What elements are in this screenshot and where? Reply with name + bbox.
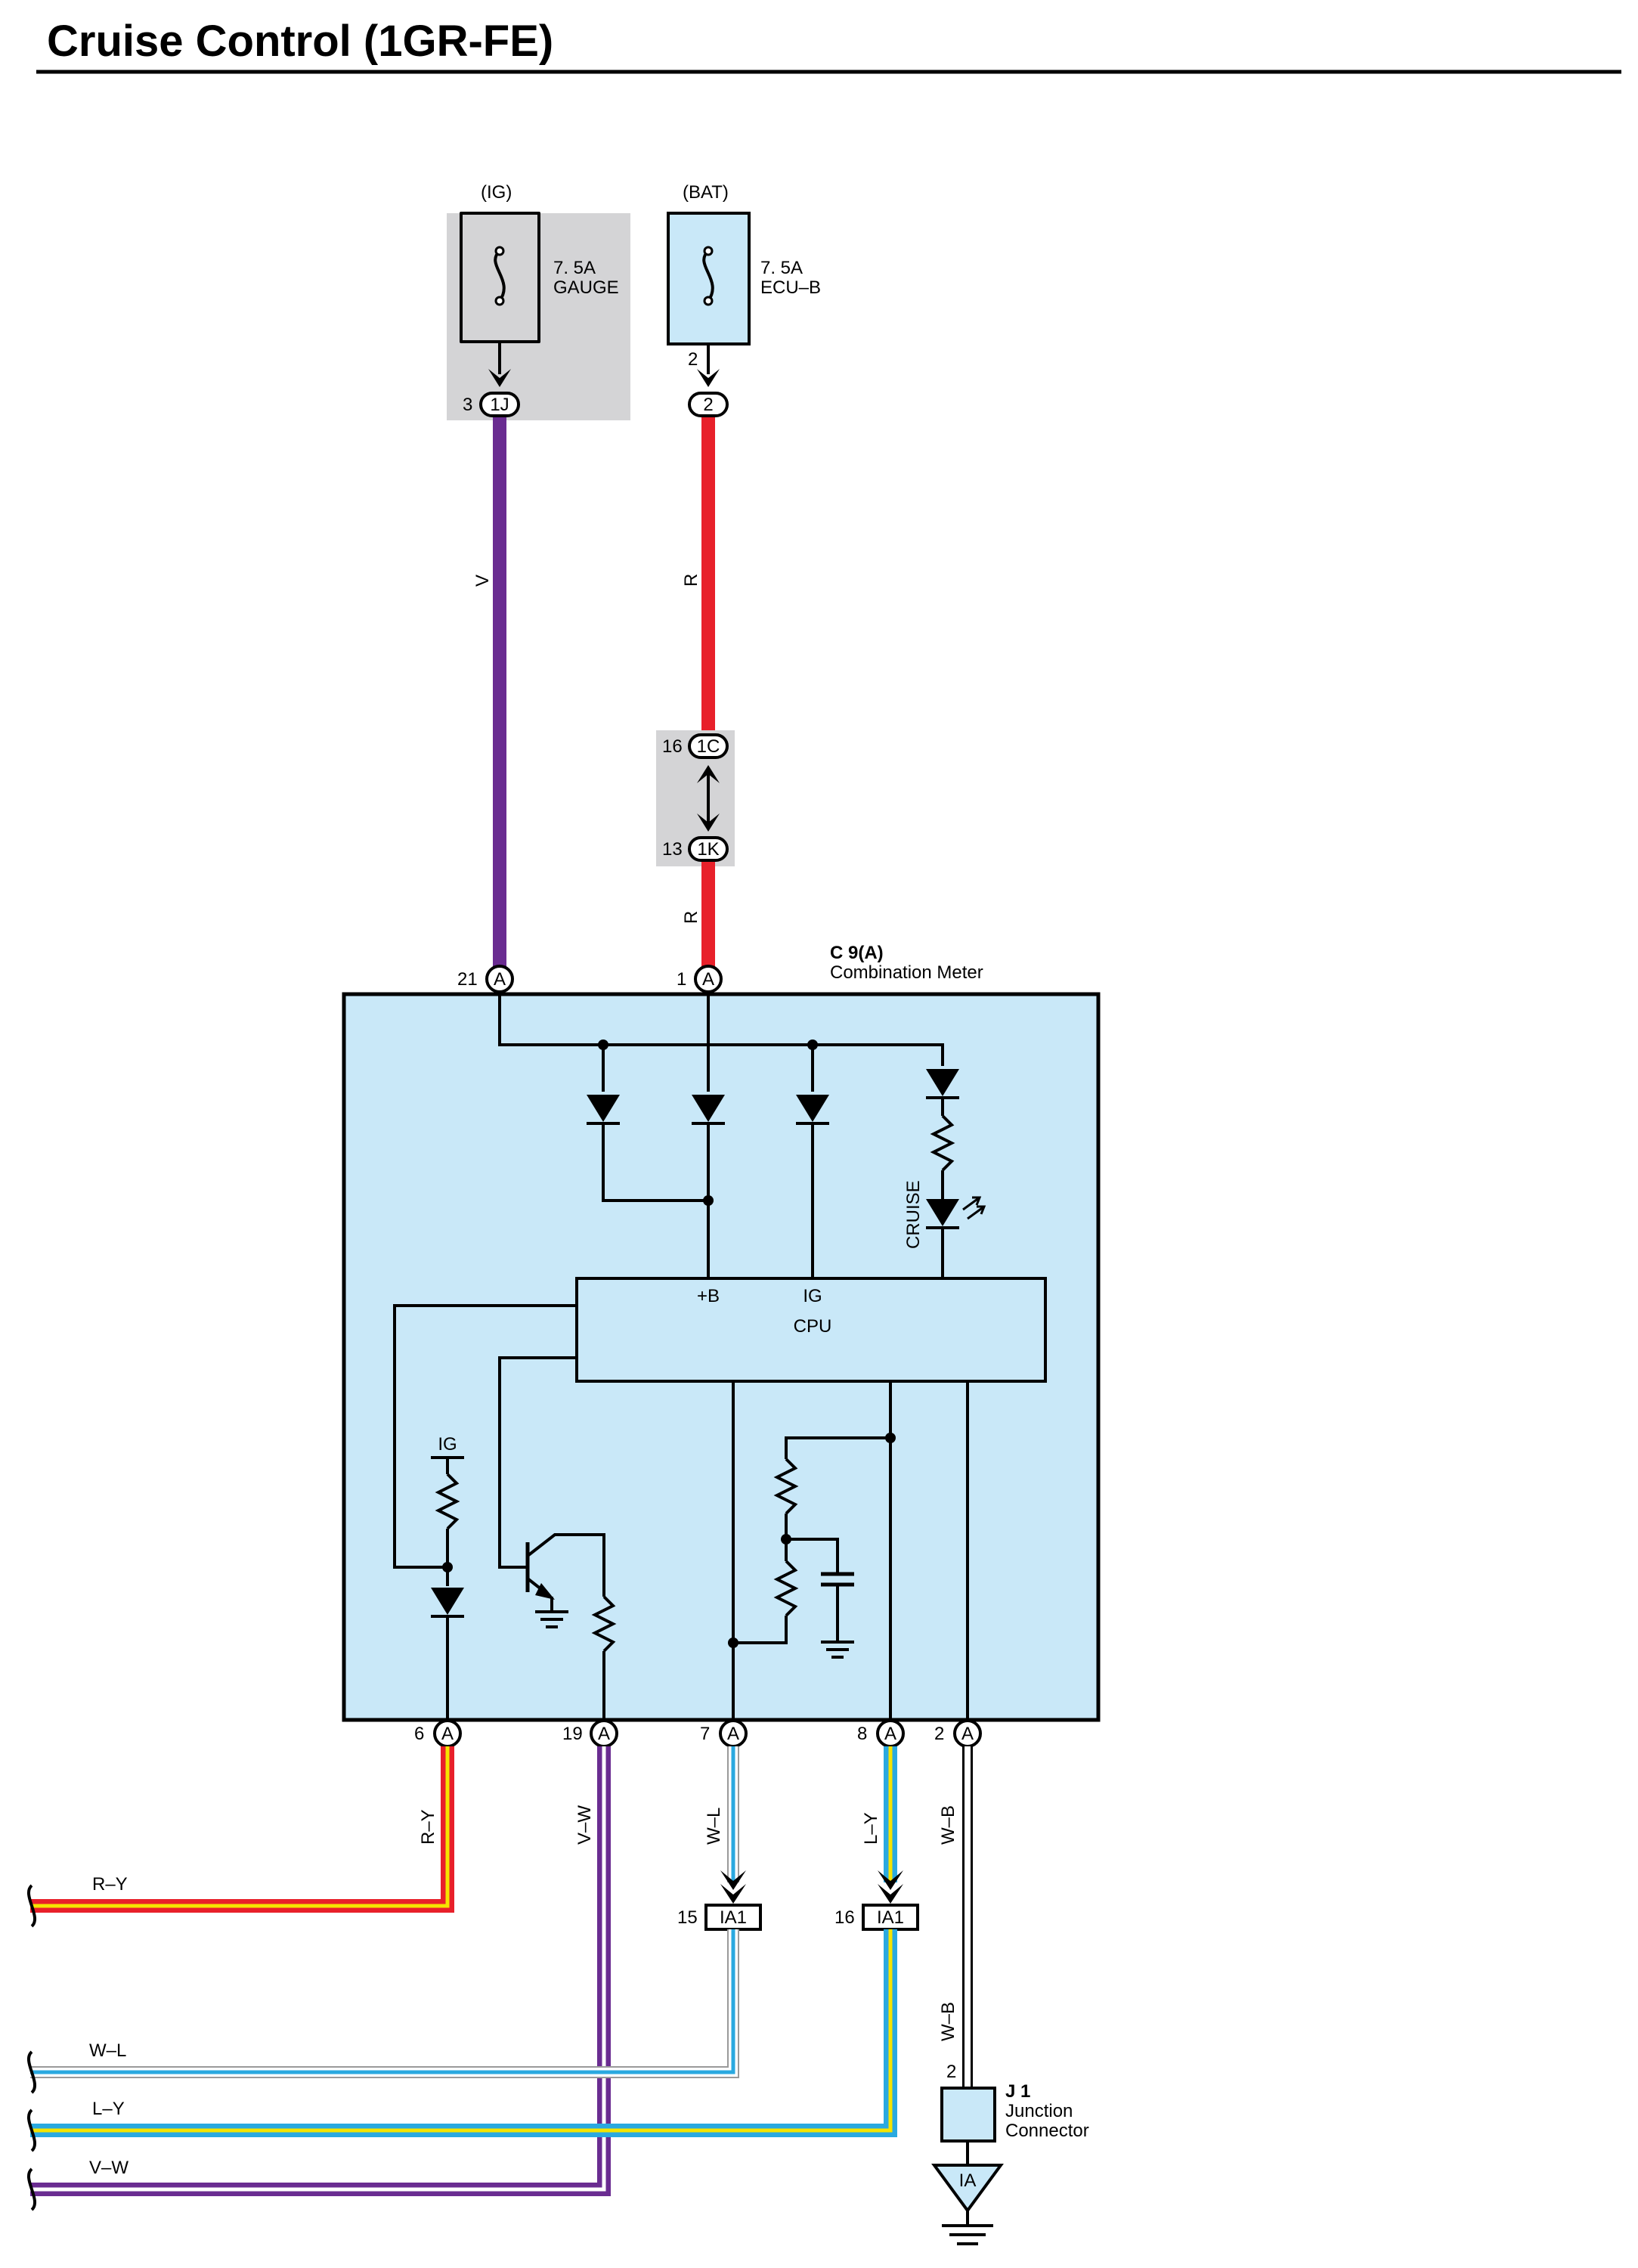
wire-r-label: R <box>681 574 701 587</box>
cpu-ig: IG <box>803 1286 822 1306</box>
ecub-connector-arrow <box>697 369 720 387</box>
meter-pin-1-conn: A <box>702 969 714 990</box>
connector-1c-pin: 16 <box>662 736 683 757</box>
meter-pin-21-conn: A <box>494 969 506 990</box>
meter-pin-2-num: 2 <box>934 1724 944 1744</box>
left-exit-v-w: V–W <box>89 2158 129 2178</box>
ground-ia-triangle <box>931 2164 1004 2214</box>
page-title: Cruise Control (1GR-FE) <box>47 17 553 66</box>
wire-w-l-label: W–L <box>704 1808 724 1845</box>
cpu-label: CPU <box>794 1316 832 1337</box>
connector-1k <box>688 836 729 862</box>
wire-l-y-lower <box>30 1929 897 2137</box>
meter-pin-7-conn: A <box>727 1724 739 1744</box>
wire-w-b-label: W–B <box>938 1805 958 1845</box>
cpu-box <box>575 1277 1047 1383</box>
wire-w-b-lower-label: W–B <box>938 2002 958 2041</box>
diode-1 <box>587 1095 620 1122</box>
left-exit-r-y: R–Y <box>92 1874 128 1895</box>
wire-r-y-label: R–Y <box>418 1809 438 1845</box>
junction-j1-pin: 2 <box>946 2062 956 2082</box>
ecub-fuse-rating: 7. 5A <box>760 258 803 278</box>
meter-pin-19-conn: A <box>598 1724 610 1744</box>
gauge-fuse-rating: 7. 5A <box>553 258 596 278</box>
wire-v-w <box>30 1746 611 2196</box>
meter-pin-7-num: 7 <box>700 1724 710 1744</box>
gauge-supply-label: (IG) <box>481 182 512 203</box>
wire-r-mid-label: R <box>681 911 701 924</box>
ia1-16-arrow <box>878 1870 903 1890</box>
connector-1j-label: 1J <box>490 395 509 415</box>
connector-1j <box>479 392 520 417</box>
ecub-fuse-name: ECU–B <box>760 277 821 298</box>
connector-2-label: 2 <box>703 395 713 415</box>
ecub-fuse-element <box>702 249 714 302</box>
wire-break-w-l <box>26 2050 37 2094</box>
left-exit-l-y: L–Y <box>92 2099 125 2119</box>
cpu-plus-b: +B <box>697 1286 720 1306</box>
connector-2 <box>688 392 729 417</box>
wire-break-r-y <box>26 1884 37 1928</box>
ig-pullup-resistor <box>435 1473 460 1530</box>
meter-code: C 9(A) <box>830 943 884 963</box>
meter-pin-2-conn: A <box>961 1724 974 1744</box>
wire-v-label: V <box>472 575 493 587</box>
wire-break-l-y <box>26 2108 37 2152</box>
ecub-supply-label: (BAT) <box>683 182 729 203</box>
meter-pin-6-num: 6 <box>414 1724 424 1744</box>
ecub-top-pin: 2 <box>688 349 698 370</box>
ia1-15-arrow <box>720 1870 746 1890</box>
connector-1c-label: 1C <box>697 736 720 757</box>
meter-pin-8-conn: A <box>884 1724 896 1744</box>
connector-ia1-16 <box>862 1904 919 1931</box>
junction-down-arrow <box>697 813 720 832</box>
diode-4 <box>926 1069 959 1096</box>
ground-ia-label: IA <box>959 2170 977 2191</box>
ecub-fuse-box <box>667 212 751 345</box>
connector-1k-pin: 13 <box>662 839 683 860</box>
connector-1j-pin: 3 <box>463 395 472 415</box>
diode-3 <box>796 1095 829 1122</box>
gauge-connector-arrow <box>488 369 511 387</box>
wire-l-y-label: L–Y <box>861 1812 881 1845</box>
ig-label: IG <box>438 1434 457 1455</box>
connector-ia1-16-label: IA1 <box>877 1907 904 1928</box>
left-exit-w-l: W–L <box>89 2040 126 2061</box>
gauge-fuse-element <box>494 249 506 302</box>
meter-name: Combination Meter <box>830 962 983 983</box>
meter-pin-21-num: 21 <box>457 969 478 990</box>
meter-pin-1-num: 1 <box>677 969 686 990</box>
meter-pin-19-num: 19 <box>562 1724 583 1744</box>
wire-v-w-label: V–W <box>574 1805 595 1845</box>
diode-2 <box>692 1095 725 1122</box>
wire-w-l-lower <box>30 1929 739 2078</box>
cruise-led-label: CRUISE <box>903 1180 924 1249</box>
junction-j1-line1: Junction <box>1005 2101 1073 2121</box>
wire-break-v-w <box>26 2167 37 2211</box>
connector-ia1-15-label: IA1 <box>720 1907 747 1928</box>
connector-ia1-15-pin: 15 <box>677 1907 698 1928</box>
meter-pin-8-num: 8 <box>857 1724 867 1744</box>
divider-resistor-lower <box>773 1560 799 1617</box>
gauge-fuse-name: GAUGE <box>553 277 619 298</box>
led-light-arrows <box>962 1196 986 1220</box>
pin19-resistor <box>591 1595 617 1653</box>
divider-resistor-upper <box>773 1458 799 1515</box>
junction-connector-j1 <box>940 2087 996 2143</box>
connector-1c <box>688 733 729 759</box>
transistor-emitter-arrow <box>535 1583 555 1600</box>
led-resistor <box>930 1114 955 1172</box>
cruise-led <box>926 1199 959 1226</box>
diode-5 <box>431 1588 464 1615</box>
connector-1k-label: 1K <box>697 839 719 860</box>
connector-ia1-16-pin: 16 <box>834 1907 855 1928</box>
junction-j1-line2: Connector <box>1005 2121 1089 2141</box>
meter-pin-6-conn: A <box>441 1724 454 1744</box>
junction-j1-code: J 1 <box>1005 2081 1030 2102</box>
